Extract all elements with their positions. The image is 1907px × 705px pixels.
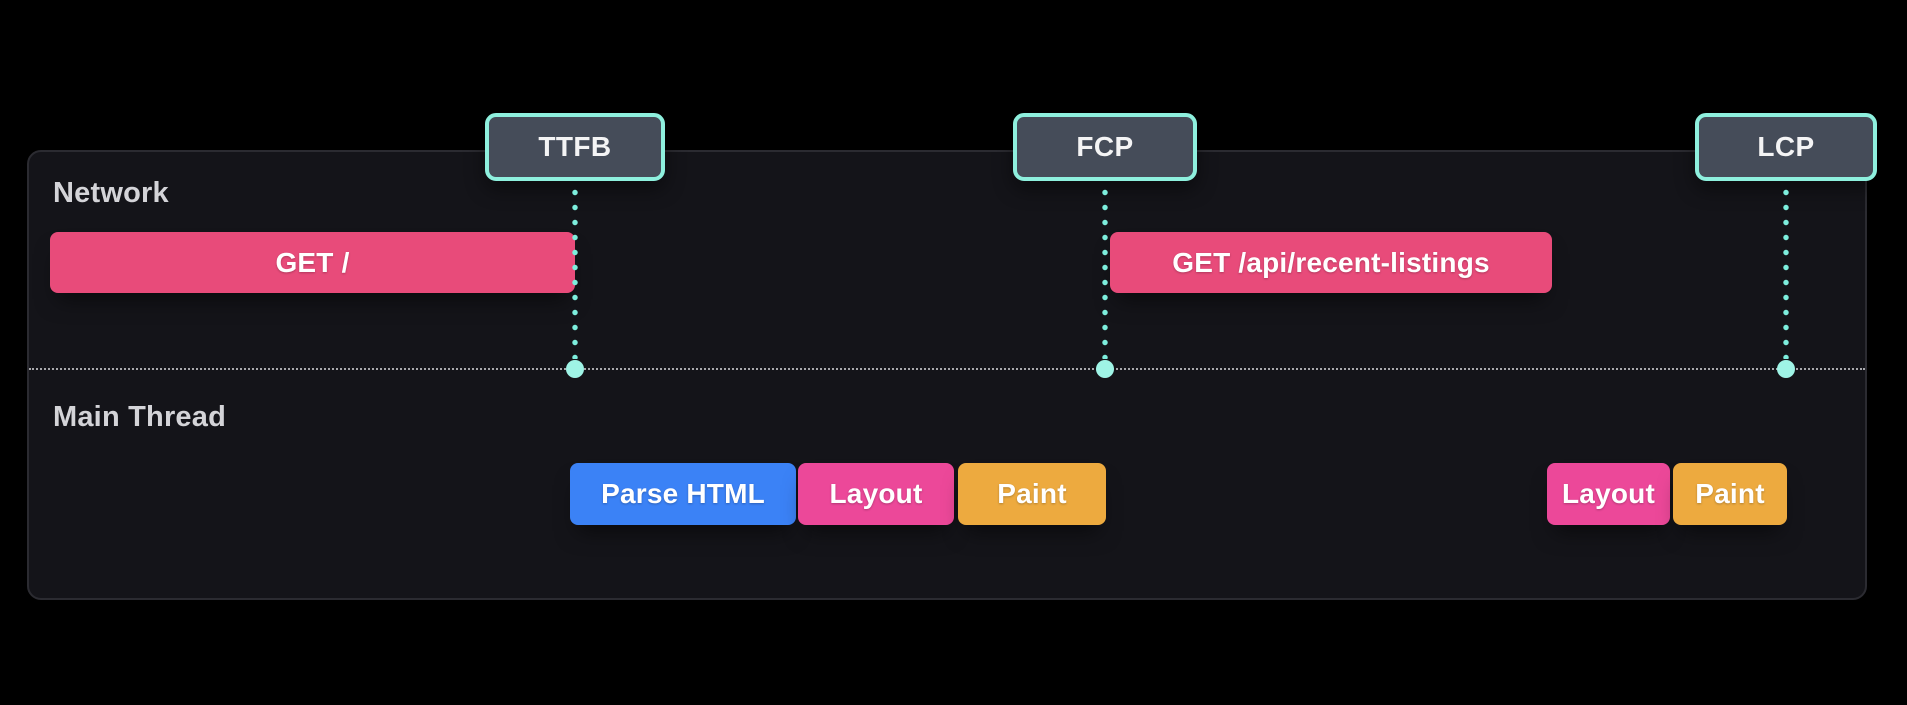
ttfb-dotted-line [572,181,578,359]
timeline-panel: Network GET / GET /api/recent-listings M… [27,150,1867,600]
task-bar-paint-1: Paint [958,463,1106,525]
fcp-timeline-dot [1096,360,1114,378]
network-request-bar-get-root: GET / [50,232,575,293]
task-bar-paint-2: Paint [1673,463,1787,525]
fcp-dotted-line [1102,181,1108,359]
fcp-badge: FCP [1013,113,1197,181]
network-lane-label: Network [53,177,169,209]
fcp-marker: FCP [1013,113,1197,378]
task-bar-layout-2: Layout [1547,463,1670,525]
lcp-badge: LCP [1695,113,1877,181]
lane-divider [29,368,1865,370]
ttfb-badge: TTFB [485,113,665,181]
lcp-dotted-line [1783,181,1789,359]
lcp-marker: LCP [1695,113,1877,378]
main-thread-lane-label: Main Thread [53,401,226,433]
task-bar-layout-1: Layout [798,463,954,525]
ttfb-timeline-dot [566,360,584,378]
network-request-bar-get-api: GET /api/recent-listings [1110,232,1552,293]
task-bar-parse-html: Parse HTML [570,463,796,525]
lcp-timeline-dot [1777,360,1795,378]
ttfb-marker: TTFB [485,113,665,378]
